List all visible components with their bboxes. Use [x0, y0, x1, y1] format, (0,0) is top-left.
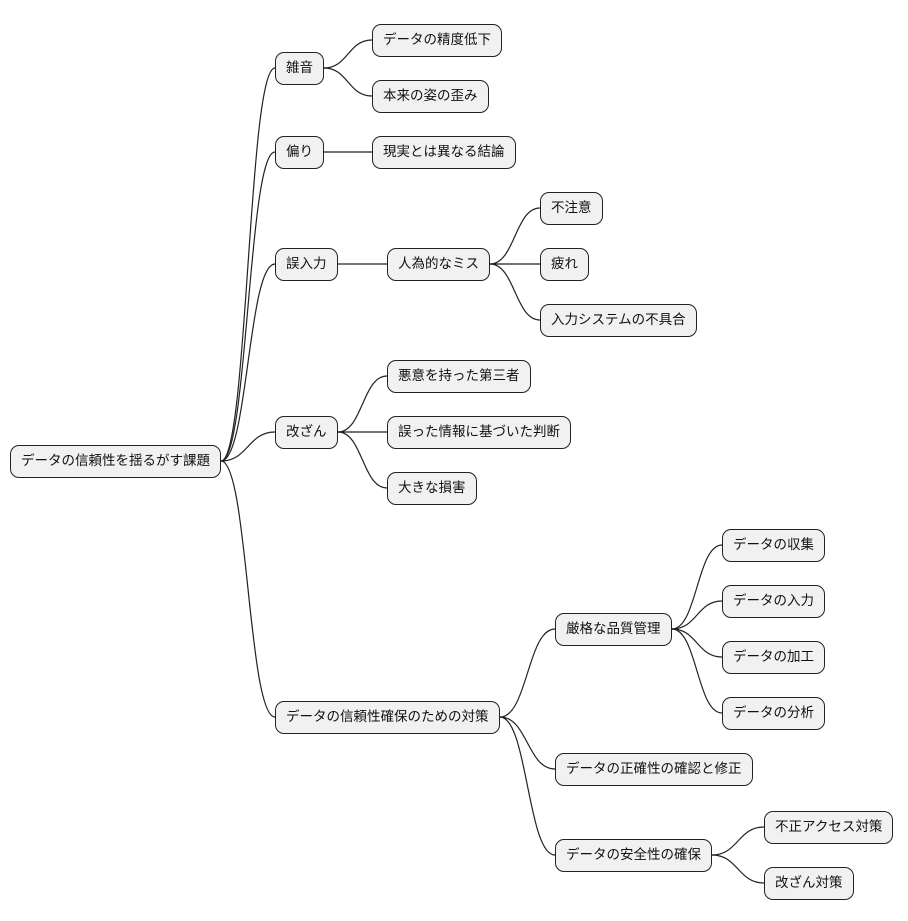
edge-tamper-tamper_3	[337, 431, 388, 489]
edge-root-input	[220, 263, 276, 462]
node-data-processing: データの加工	[722, 641, 825, 674]
edge-security-sec_1	[711, 826, 765, 856]
edge-root-measures	[220, 460, 276, 718]
node-unauthorized-access: 不正アクセス対策	[764, 811, 894, 844]
node-bias: 偏り	[275, 136, 324, 169]
edge-measures-qc	[499, 628, 556, 718]
node-fatigue: 疲れ	[540, 248, 589, 281]
node-input-error: 誤入力	[275, 248, 338, 281]
node-accuracy-check: データの正確性の確認と修正	[555, 753, 753, 786]
edge-noise-noise_2	[323, 67, 373, 97]
node-human-error: 人為的なミス	[387, 248, 490, 281]
node-data-analysis: データの分析	[722, 697, 825, 730]
edge-root-bias	[220, 151, 276, 462]
edge-qc-qc_3	[671, 628, 723, 658]
node-data-security: データの安全性の確保	[555, 839, 712, 872]
edge-human-human_1	[489, 207, 541, 265]
node-tampering: 改ざん	[275, 416, 338, 449]
node-bias-conclusion: 現実とは異なる結論	[372, 136, 516, 169]
edge-qc-qc_2	[671, 600, 723, 630]
node-noise-distortion: 本来の姿の歪み	[372, 80, 489, 113]
edge-security-sec_2	[711, 854, 765, 884]
edge-qc-qc_4	[671, 628, 723, 714]
edge-measures-security	[499, 716, 556, 856]
node-major-damage: 大きな損害	[387, 472, 477, 505]
edge-root-noise	[220, 67, 276, 462]
edge-qc-qc_1	[671, 544, 723, 630]
node-noise-precision: データの精度低下	[372, 24, 502, 57]
root-node: データの信頼性を揺るがす課題	[10, 445, 221, 478]
node-noise: 雑音	[275, 52, 324, 85]
node-data-collection: データの収集	[722, 529, 825, 562]
edge-tamper-tamper_1	[337, 375, 388, 433]
edge-measures-verify	[499, 716, 556, 770]
node-quality-control: 厳格な品質管理	[555, 613, 672, 646]
node-malicious-third-party: 悪意を持った第三者	[387, 360, 531, 393]
edge-root-tamper	[220, 431, 276, 462]
node-wrong-judgment: 誤った情報に基づいた判断	[387, 416, 571, 449]
node-carelessness: 不注意	[540, 192, 603, 225]
node-countermeasures: データの信頼性確保のための対策	[275, 701, 500, 734]
edge-noise-noise_1	[323, 39, 373, 69]
node-tamper-protection: 改ざん対策	[764, 867, 854, 900]
node-data-entry: データの入力	[722, 585, 825, 618]
edge-human-human_3	[489, 263, 541, 321]
node-system-defect: 入力システムの不具合	[540, 304, 697, 337]
